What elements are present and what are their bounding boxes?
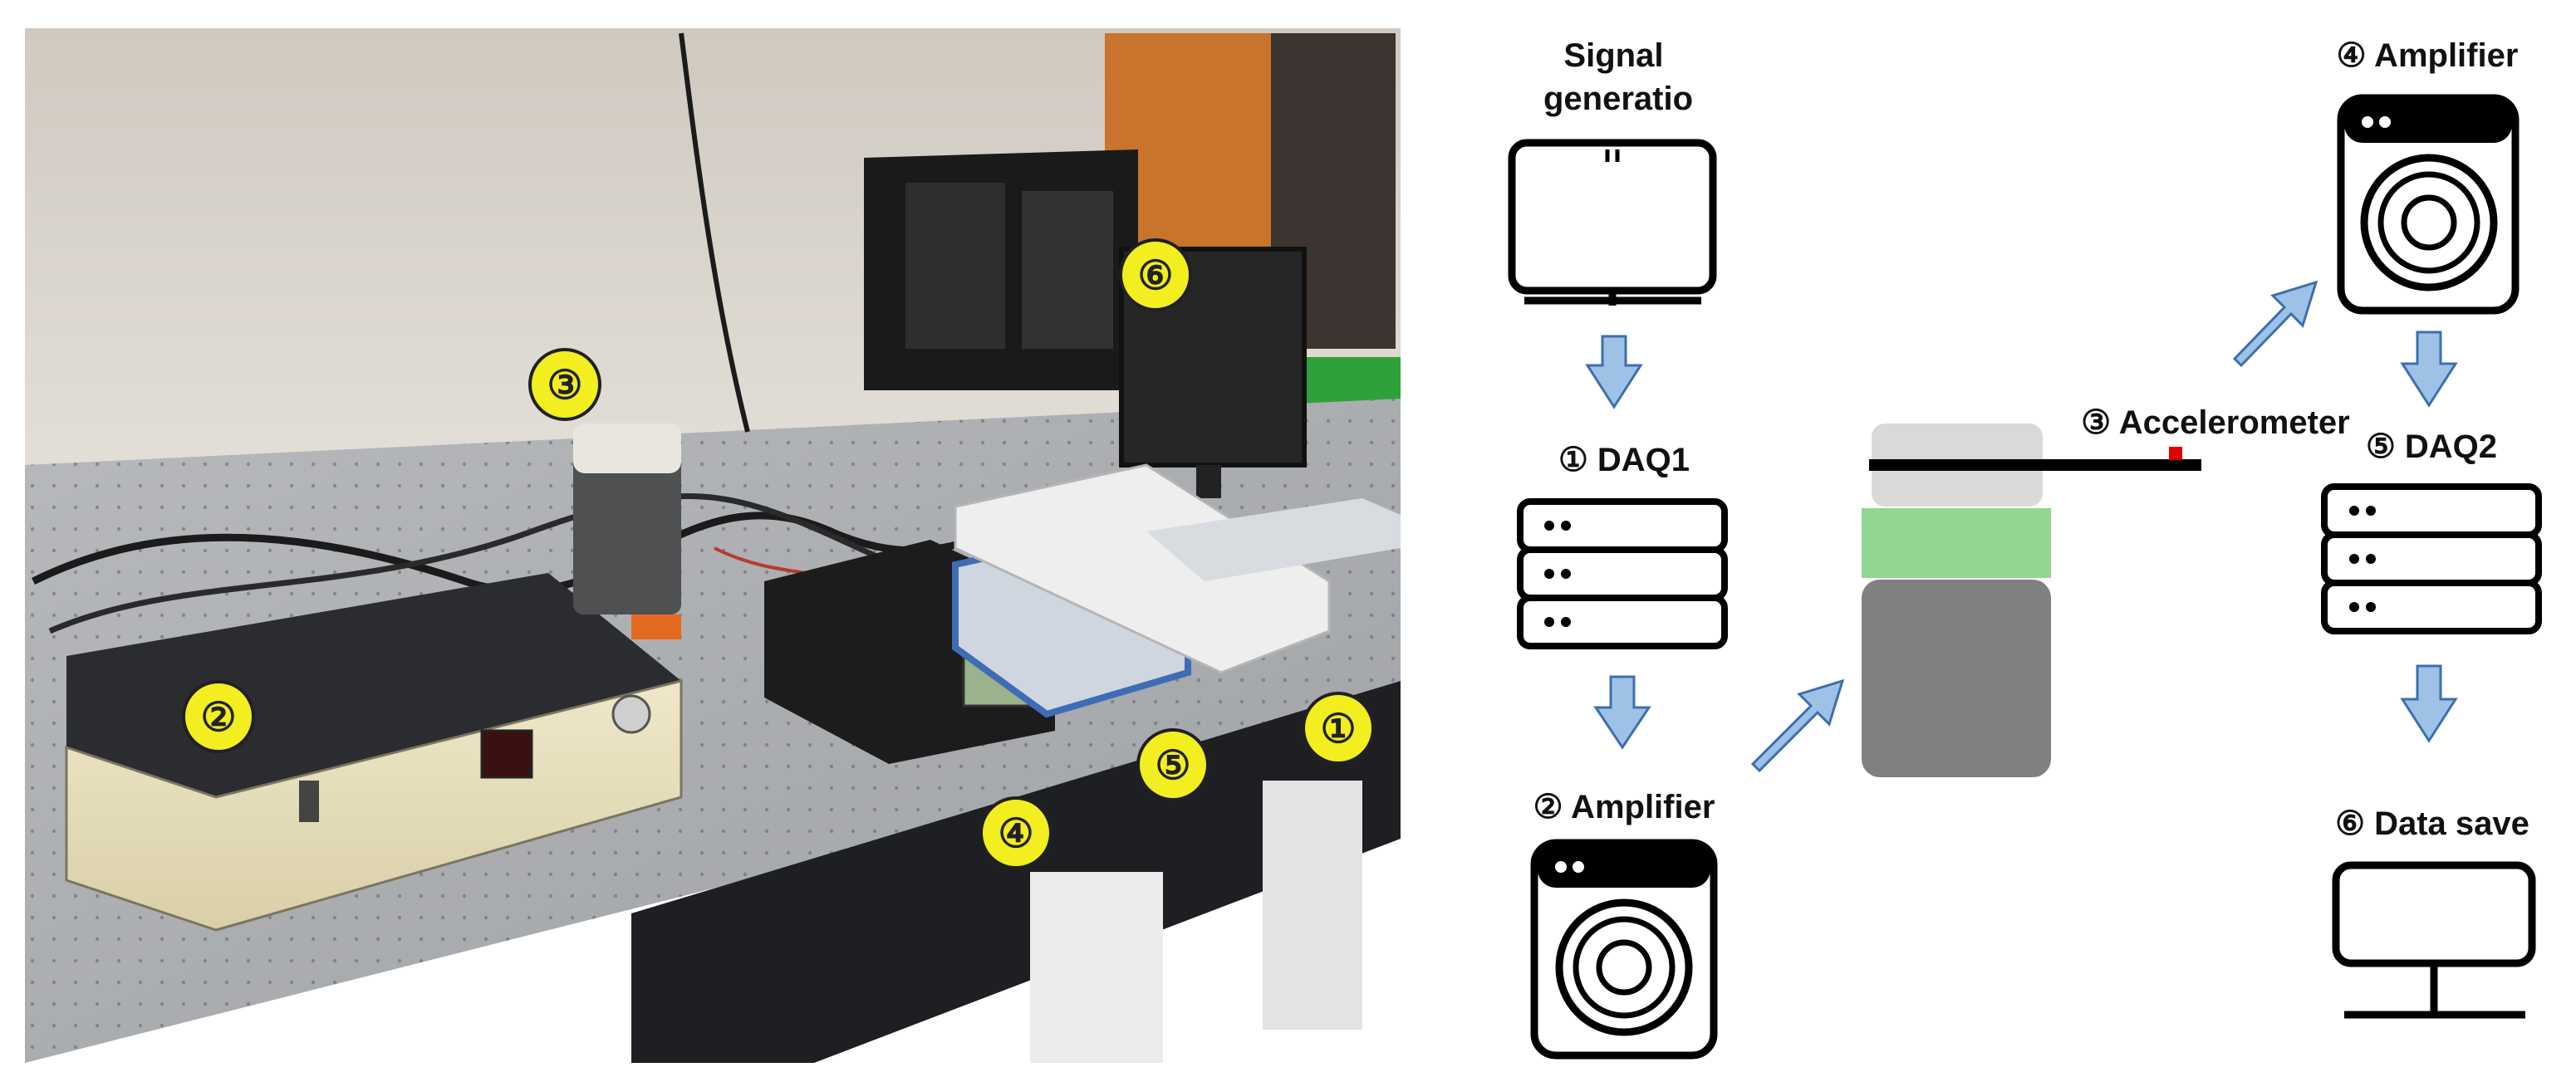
shaker-body bbox=[1862, 580, 2051, 777]
label-amplifier-left: ② Amplifier bbox=[1533, 789, 1715, 825]
svg-text:①: ① bbox=[1320, 707, 1356, 752]
marker-1: ① bbox=[1302, 692, 1375, 765]
shaker-mount bbox=[1862, 508, 2051, 578]
monitor-icon-signal-generator bbox=[1508, 139, 1717, 306]
photo-daq-white bbox=[954, 463, 1331, 674]
amplifier-icon-right bbox=[2337, 94, 2520, 315]
svg-text:②: ② bbox=[200, 696, 236, 740]
cantilever-beam bbox=[1869, 459, 2201, 471]
arrow-down-icon-3 bbox=[2400, 330, 2458, 408]
photo-keyboard bbox=[1146, 498, 1401, 581]
svg-text:⑥: ⑥ bbox=[1137, 254, 1173, 298]
label-signal-generation-line1: Signal bbox=[1563, 37, 1663, 74]
arrow-down-icon-4 bbox=[2400, 664, 2458, 743]
marker-6: ⑥ bbox=[1119, 238, 1192, 311]
svg-text:③: ③ bbox=[547, 364, 582, 408]
label-signal-generation-line2: generatio bbox=[1543, 81, 1693, 117]
setup-photo: ① ② ③ ④ ⑤ ⑥ bbox=[25, 28, 1401, 1063]
photo-shaker bbox=[573, 448, 681, 614]
shaker-assembly bbox=[1862, 423, 2201, 777]
marker-4: ④ bbox=[979, 796, 1052, 869]
amplifier-icon-left bbox=[1530, 839, 1718, 1060]
label-daq1: ① DAQ1 bbox=[1558, 442, 1690, 478]
arrow-diagonal-icon-1 bbox=[1750, 678, 1845, 773]
svg-text:④: ④ bbox=[998, 812, 1033, 856]
arrow-diagonal-icon-2 bbox=[2232, 280, 2318, 368]
marker-3: ③ bbox=[528, 348, 601, 421]
server-icon-daq2 bbox=[2321, 483, 2542, 634]
label-accelerometer: ③ Accelerometer bbox=[2081, 404, 2349, 441]
marker-5: ⑤ bbox=[1136, 728, 1209, 801]
monitor-icon-data-save bbox=[2332, 861, 2536, 1019]
arrow-down-icon-1 bbox=[1585, 335, 1643, 409]
accelerometer-sensor bbox=[2169, 447, 2182, 460]
label-signal-generation: Signal generatio bbox=[1543, 37, 1693, 117]
svg-text:⑤: ⑤ bbox=[1155, 744, 1190, 788]
photo-table-edge bbox=[631, 681, 1401, 1063]
label-amplifier-right: ④ Amplifier bbox=[2337, 37, 2519, 74]
marker-2: ② bbox=[182, 680, 255, 753]
server-icon-daq1 bbox=[1517, 498, 1728, 649]
label-data-save: ⑥ Data save bbox=[2335, 805, 2529, 842]
label-daq2: ⑤ DAQ2 bbox=[2366, 428, 2497, 465]
arrow-down-icon-2 bbox=[1593, 675, 1651, 750]
